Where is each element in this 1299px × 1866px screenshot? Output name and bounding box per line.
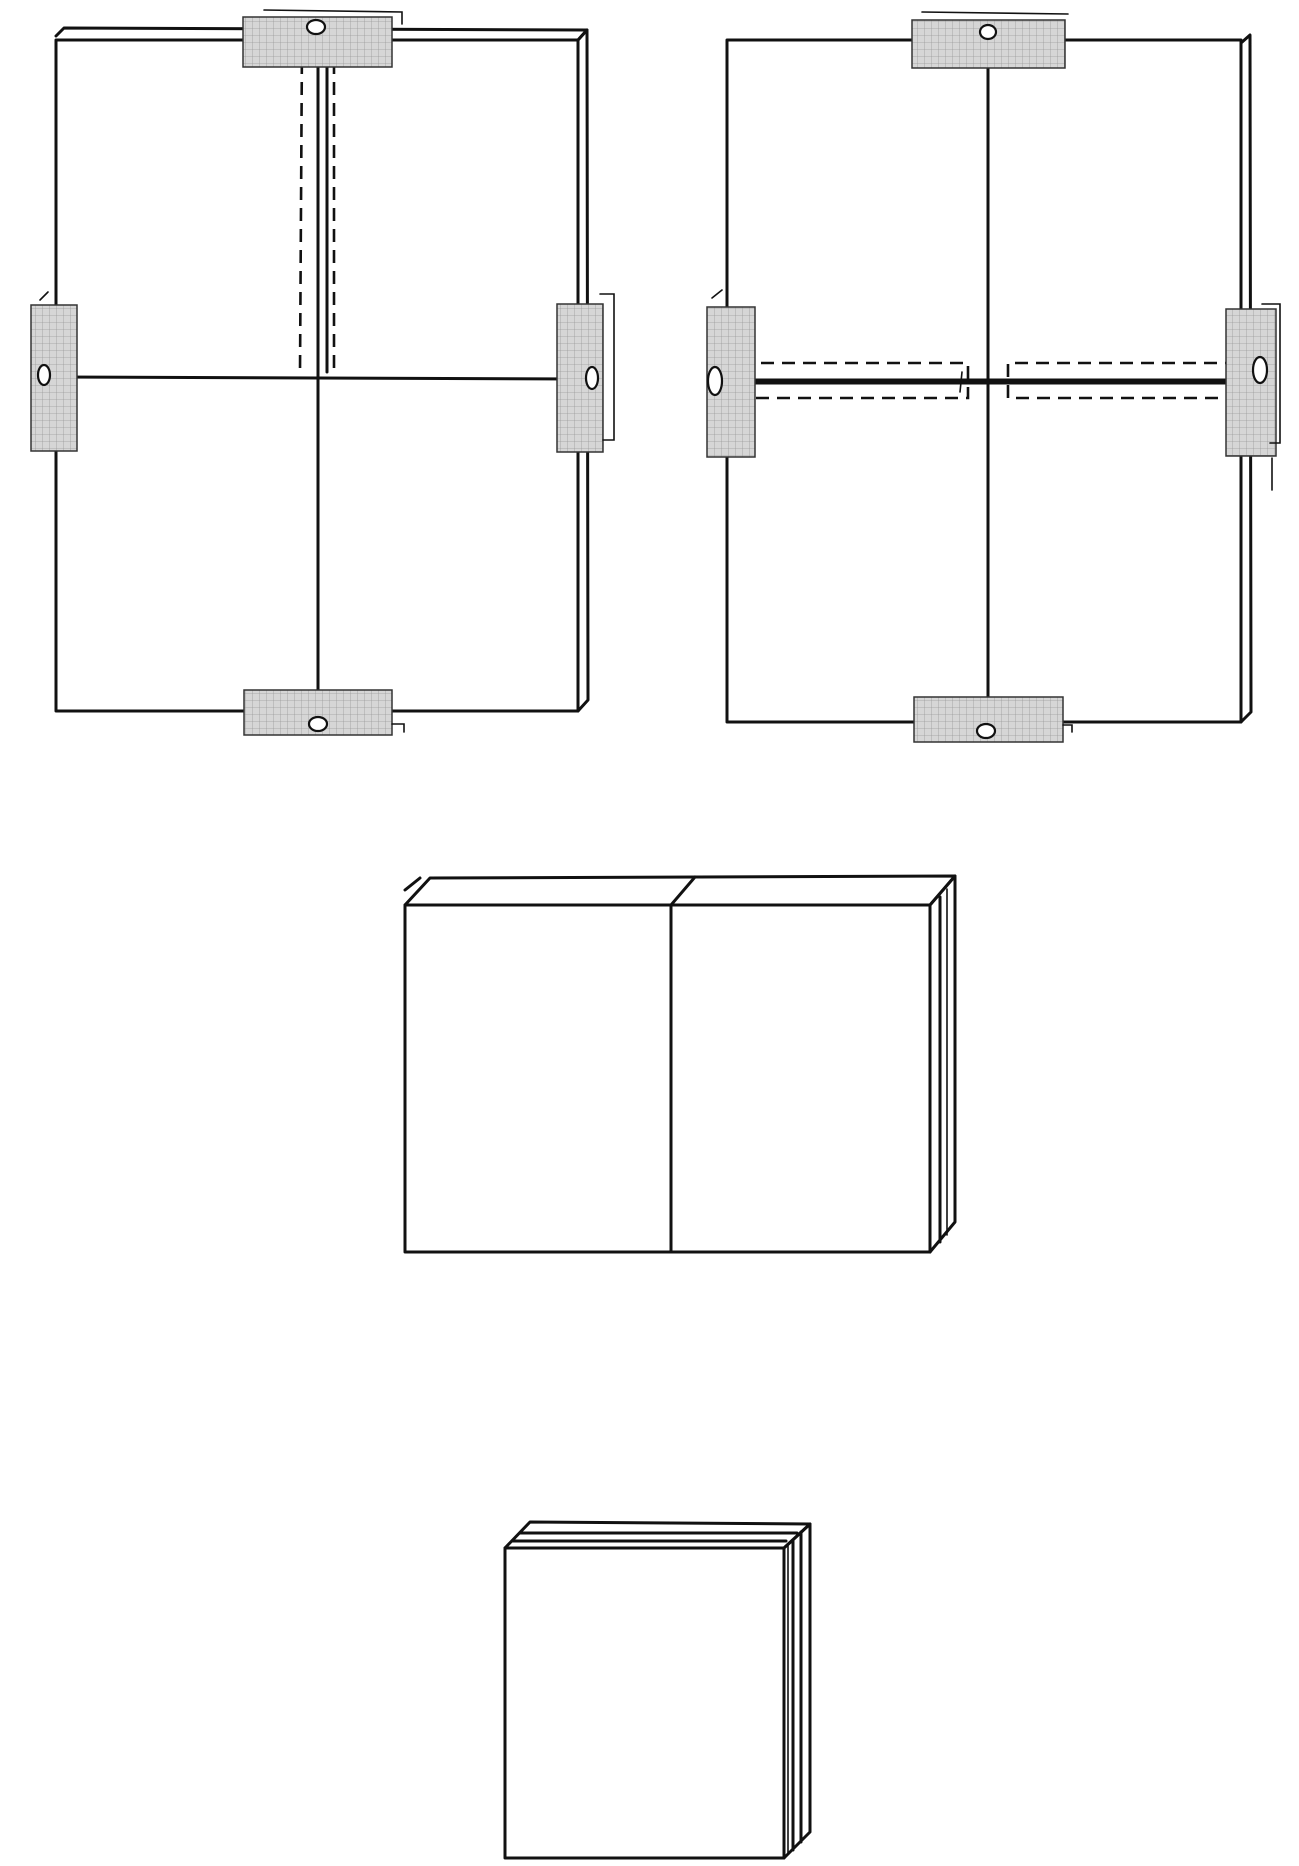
tape-edge <box>921 11 1069 15</box>
block-top-fold-line <box>669 875 697 907</box>
tape-right <box>556 293 615 453</box>
step-3-block <box>403 874 957 1254</box>
tape-edge <box>599 293 615 441</box>
hidden-flap-left <box>740 361 970 400</box>
step-1-sheet <box>30 9 615 736</box>
block-right-face <box>928 874 957 1254</box>
hidden-flap-right <box>1006 361 1238 400</box>
hole-icon <box>978 23 998 41</box>
tape-left <box>706 289 756 458</box>
hole-icon <box>36 363 52 387</box>
tape-top <box>911 11 1069 69</box>
tape-edge <box>1261 303 1281 444</box>
hole-icon <box>706 365 724 397</box>
hidden-flap-left-edge <box>298 39 304 373</box>
tape-edge <box>711 289 723 299</box>
hole-icon <box>584 365 600 391</box>
stack-right-face <box>782 1522 812 1860</box>
stack-top-face <box>503 1520 812 1550</box>
block-top-face <box>403 874 957 907</box>
flap-tick-mark <box>959 371 963 393</box>
tape-edge <box>39 291 49 301</box>
tape-top <box>242 9 403 68</box>
step-4-block <box>503 1520 812 1860</box>
tape-right <box>1225 303 1281 491</box>
hole-icon <box>307 715 329 733</box>
tape-bottom <box>243 689 405 736</box>
tape-bottom <box>913 696 1073 743</box>
hole-icon <box>1251 355 1269 385</box>
tape-edge <box>1062 724 1073 733</box>
tape-edge <box>263 9 403 25</box>
hole-icon <box>975 722 997 740</box>
block-edge <box>403 876 422 892</box>
stack-front-face <box>503 1546 786 1860</box>
tape-left <box>30 291 78 452</box>
step-2-sheet <box>706 11 1281 743</box>
block-front-face <box>403 903 932 1254</box>
horizontal-fold-line <box>54 375 580 381</box>
hole-icon <box>305 18 327 36</box>
tape-edge <box>391 723 405 733</box>
tape-strip <box>1225 308 1277 457</box>
